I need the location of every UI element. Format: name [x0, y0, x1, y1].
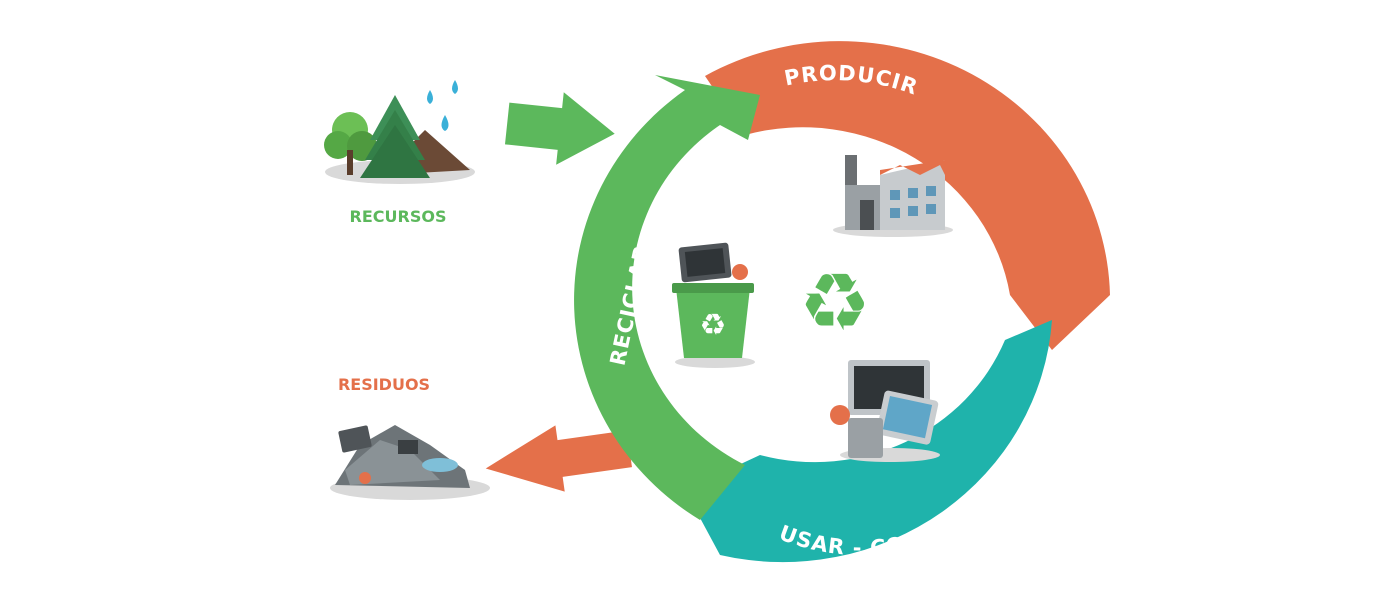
recycling-bin-icon: ♻	[672, 242, 755, 368]
svg-text:♻: ♻	[799, 256, 871, 349]
waste-label: RESIDUOS	[338, 375, 430, 394]
input-arrow	[504, 92, 615, 165]
factory-icon	[833, 155, 953, 237]
resources-label: RECURSOS	[350, 207, 447, 226]
use-consume-arc	[685, 320, 1052, 563]
produce-arc	[705, 41, 1110, 350]
output-arrow	[485, 425, 632, 492]
recycle-symbol-icon: ♻	[799, 256, 871, 349]
forest-resources-icon	[324, 80, 475, 184]
waste-pile-icon	[330, 425, 490, 500]
svg-text:♻: ♻	[700, 308, 727, 343]
devices-icon	[830, 360, 940, 462]
recycle-arc	[574, 75, 760, 520]
